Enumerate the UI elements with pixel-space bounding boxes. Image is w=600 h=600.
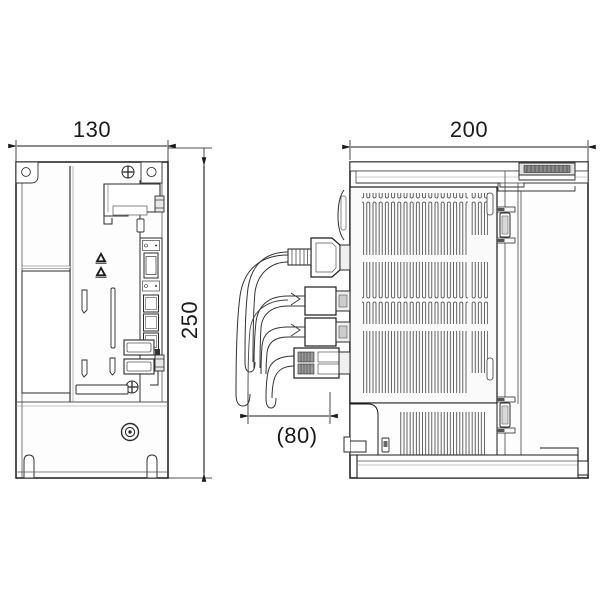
connector-latch-upper [154,195,165,213]
mounting-foot-right [146,454,158,479]
warning-label-upper [95,252,107,264]
vent-block-top [362,192,494,255]
display-panel [21,265,71,394]
connector-latch-lower [154,354,165,372]
terminal-block-upper [123,339,155,356]
vent-block-middle [362,262,488,324]
cable-inner-arc [247,299,289,393]
terminal-marker [155,349,160,356]
cover-latch-slots [81,287,116,378]
cable-outer-arc [235,254,289,407]
side-left-tab-top [337,189,347,241]
dsub-connector [142,240,160,292]
warning-label-lower [95,266,107,278]
io-port-stack [139,237,163,361]
mounting-hole-top-left [15,161,39,184]
charge-lamp [136,218,145,233]
motor-terminal-connector [265,347,351,409]
base-plate [356,447,589,479]
dimension-label-width-130: 130 [73,117,111,142]
din-rail-clip-upper [496,206,516,244]
side-left-tab-bottom [343,436,350,453]
cable-bundle-assembly [235,237,351,409]
power-connector-lower [260,317,351,375]
mounting-hole-top-right [140,161,163,184]
terminal-block-lower [123,358,155,375]
lower-left-bracket [349,403,390,456]
ground-stud [120,422,140,442]
ground-screw-top [121,165,135,179]
mounting-foot-left [23,454,35,479]
dimension-label-depth-80: (80) [276,423,317,448]
vent-block-bottom [400,412,487,459]
ribbon-connector-top [518,162,576,181]
din-rail-clip-lower [496,396,516,434]
side-view-dimension-lines [247,140,589,424]
top-cover-step [497,183,576,192]
side-view: 200 (80) [240,117,596,479]
front-view: 130 250 [8,117,212,482]
nameplate-strip [75,384,129,395]
top-connector-housing [103,183,161,225]
power-connector-upper [253,286,351,369]
dimension-label-depth-200: 200 [450,117,488,142]
encoder-connector [244,237,351,373]
vent-block-lower [362,331,494,393]
dimension-label-height-250: 250 [177,301,202,339]
